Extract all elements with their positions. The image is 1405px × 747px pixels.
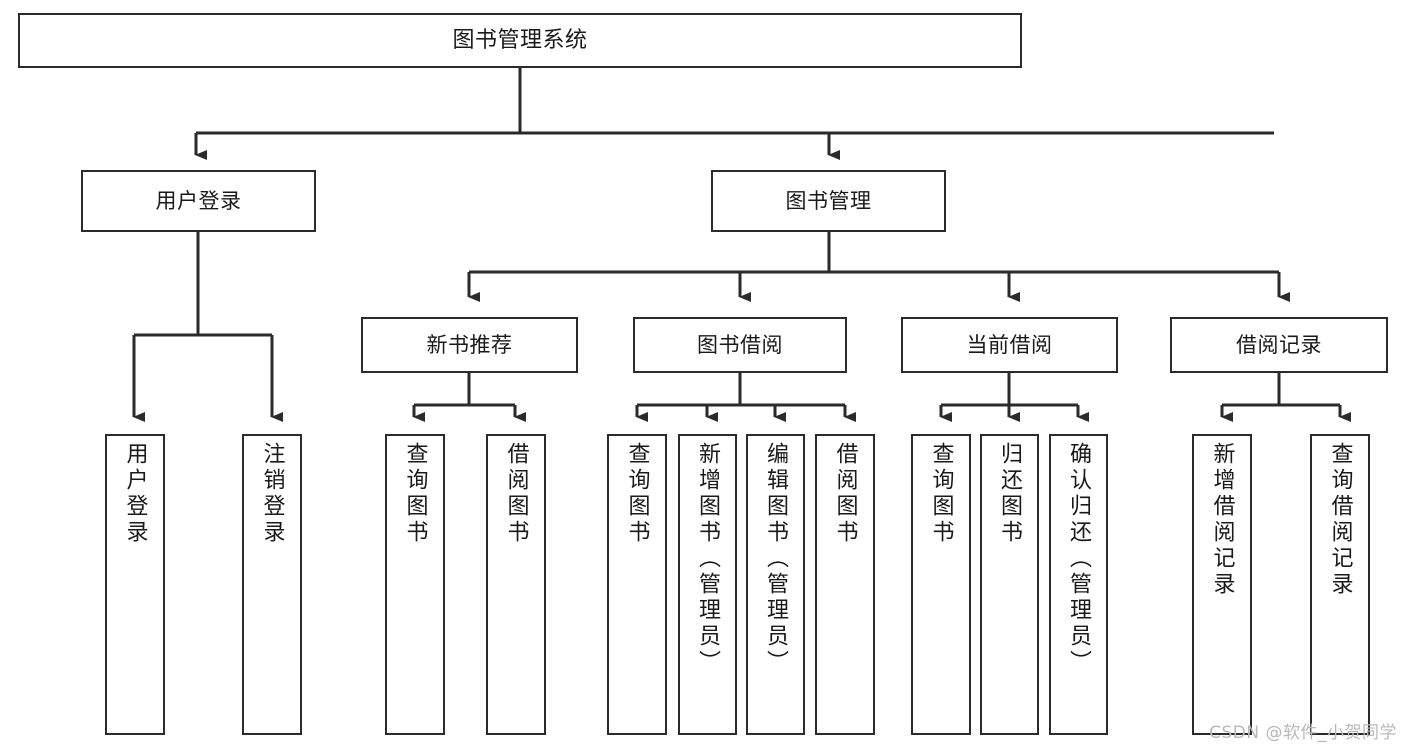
leaf-borrow-book[interactable]: 借阅图书 (815, 434, 875, 735)
leaf-logout[interactable]: 注销登录 (242, 434, 302, 735)
node-label: 用户登录 (155, 188, 242, 213)
node-label: 编辑图书（管理员） (763, 442, 789, 676)
node-label: 借阅图书 (503, 442, 529, 546)
node-borrow-record[interactable]: 借阅记录 (1170, 317, 1388, 373)
node-book-management[interactable]: 图书管理 (711, 170, 946, 232)
node-current-borrow[interactable]: 当前借阅 (901, 317, 1118, 373)
node-label: 借阅记录 (1236, 332, 1322, 357)
node-label: 图书借阅 (697, 332, 783, 357)
node-new-book-recommendation[interactable]: 新书推荐 (361, 317, 578, 373)
leaf-query-book-current[interactable]: 查询图书 (911, 434, 971, 735)
node-user-login[interactable]: 用户登录 (81, 170, 316, 232)
watermark-csdn: CSDN @软件_小贺同学 (1209, 723, 1397, 743)
node-label: 查询图书 (402, 442, 428, 546)
leaf-query-borrow-record[interactable]: 查询借阅记录 (1310, 434, 1370, 735)
node-label: 查询图书 (928, 442, 954, 546)
node-label: 新增图书（管理员） (695, 442, 721, 676)
leaf-add-borrow-record[interactable]: 新增借阅记录 (1192, 434, 1252, 735)
leaf-add-book-admin[interactable]: 新增图书（管理员） (678, 434, 737, 735)
node-root-book-management-system[interactable]: 图书管理系统 (18, 13, 1022, 68)
node-label: 注销登录 (259, 442, 285, 546)
leaf-query-book-new[interactable]: 查询图书 (385, 434, 445, 735)
leaf-return-book[interactable]: 归还图书 (980, 434, 1039, 735)
leaf-borrow-book-new[interactable]: 借阅图书 (486, 434, 546, 735)
leaf-confirm-return-admin[interactable]: 确认归还（管理员） (1049, 434, 1108, 735)
node-label: 图书管理系统 (452, 27, 588, 53)
node-label: 新增借阅记录 (1209, 442, 1235, 598)
node-label: 确认归还（管理员） (1066, 442, 1092, 676)
node-label: 用户登录 (122, 442, 148, 546)
leaf-query-book-borrow[interactable]: 查询图书 (607, 434, 667, 735)
node-label: 查询图书 (624, 442, 650, 546)
leaf-edit-book-admin[interactable]: 编辑图书（管理员） (746, 434, 805, 735)
node-label: 归还图书 (997, 442, 1023, 546)
node-label: 当前借阅 (966, 332, 1053, 357)
leaf-user-login[interactable]: 用户登录 (105, 434, 165, 735)
node-label: 查询借阅记录 (1327, 442, 1353, 598)
node-label: 新书推荐 (426, 332, 513, 357)
node-label: 图书管理 (785, 188, 872, 213)
node-book-borrow[interactable]: 图书借阅 (633, 317, 847, 373)
node-label: 借阅图书 (832, 442, 858, 546)
